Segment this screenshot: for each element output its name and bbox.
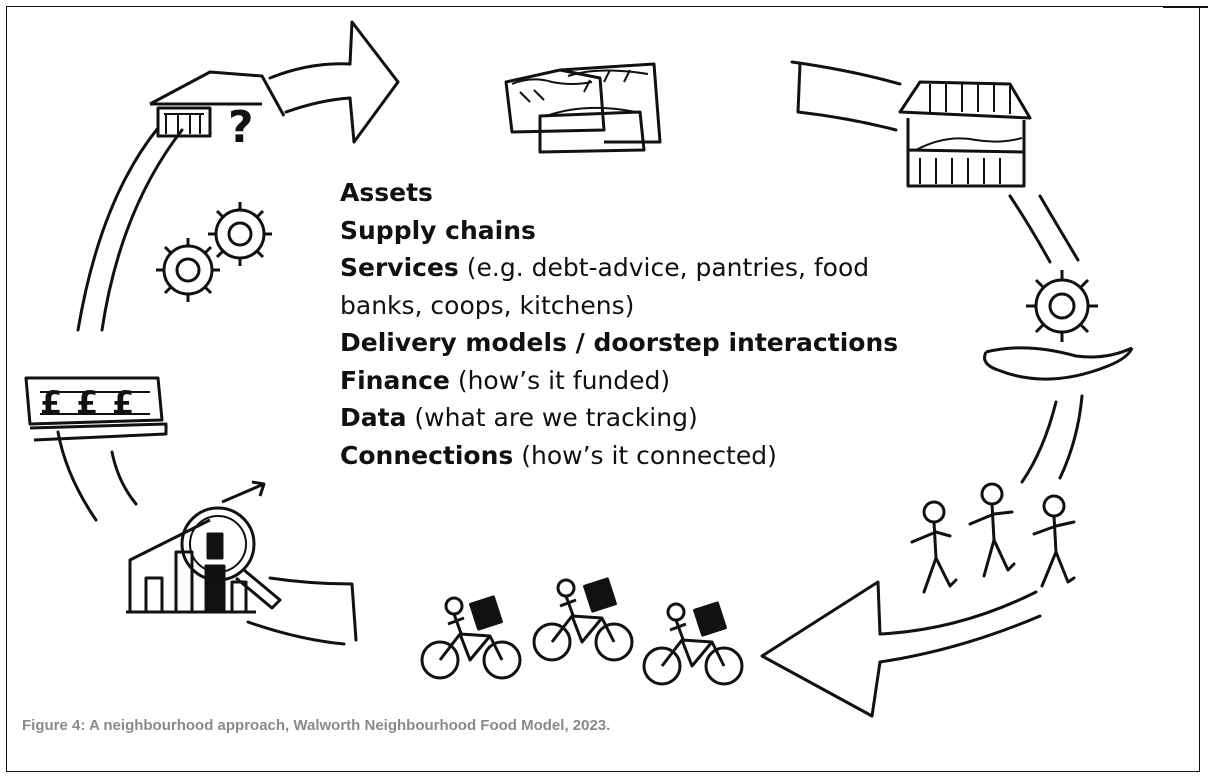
figure-frame [6,6,1200,772]
top-left-arrow [268,20,400,144]
top-right-arc [790,60,902,132]
item-finance: Finance (how’s it funded) [340,365,671,395]
item-services-continued: banks, coops, kitchens) [340,290,635,320]
svg-text:£: £ [76,384,98,422]
house-question-icon: ? [149,70,286,153]
item-data: Data (what are we tracking) [340,403,698,432]
produce-crates-icon [504,62,662,154]
item-supply-chains: Supply chains [340,215,536,245]
right-arcs [1008,194,1084,484]
figure-caption: Figure 4: A neighbourhood approach, Walw… [22,717,611,734]
svg-text:£: £ [40,384,62,422]
bottom-left-arc [246,576,358,646]
diagram-item-list: Assets Supply chains Services (e.g. debt… [340,174,898,474]
left-arcs [56,126,184,522]
top-rule [1163,6,1208,8]
bottom-arrow [760,580,1042,718]
walking-people-icon [910,482,1076,594]
market-stall-icon [898,80,1032,188]
magnifier-chart-icon [126,480,282,614]
money-notes-icon: £ £ £ [24,376,168,442]
item-connections: Connections (how’s it connected) [340,440,777,470]
item-assets: Assets [340,178,433,207]
hand-gear-icon [983,270,1134,381]
svg-text:?: ? [228,102,254,153]
item-delivery-models: Delivery models / doorstep interactions [340,328,899,357]
svg-text:£: £ [112,384,134,422]
bicycle-couriers-icon [420,577,744,686]
item-services: Services (e.g. debt-advice, pantries, fo… [340,253,870,282]
gears-icon [156,202,272,302]
